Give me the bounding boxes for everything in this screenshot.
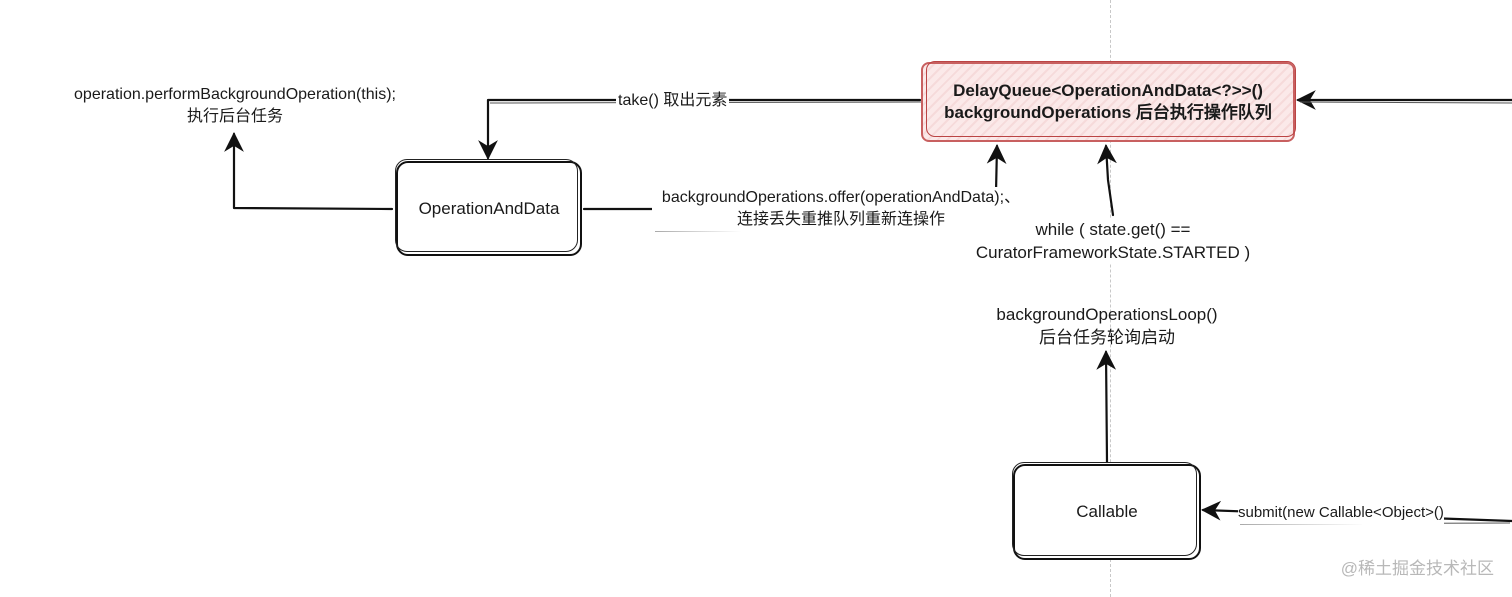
offer-line-1: backgroundOperations.offer(operationAndD… <box>661 189 1021 206</box>
arrow-while <box>1097 144 1117 217</box>
operation-and-data-node: OperationAndData <box>395 159 582 256</box>
callable-node: Callable <box>1012 462 1201 560</box>
queue-line-1: DelayQueue<OperationAndData<?>>() <box>953 81 1263 100</box>
callable-label: Callable <box>1076 502 1138 521</box>
arrow-perform <box>224 132 394 211</box>
operations-loop-label: backgroundOperationsLoop() 后台任务轮询启动 <box>966 303 1248 349</box>
vertical-guide-line <box>1110 0 1111 597</box>
loop-line-1: backgroundOperationsLoop() <box>996 305 1218 324</box>
delay-queue-node: DelayQueue<OperationAndData<?>>() backgr… <box>921 61 1296 142</box>
queue-line-2: backgroundOperations 后台执行操作队列 <box>944 103 1272 122</box>
arrow-take <box>478 98 922 160</box>
operation-and-data-label: OperationAndData <box>418 198 560 218</box>
while-line-1: while ( state.get() == <box>1035 220 1191 239</box>
arrow-offer-up <box>986 144 1007 194</box>
submit-label: submit(new Callable<Object>() <box>1238 502 1444 524</box>
perform-operation-label: operation.performBackgroundOperation(thi… <box>40 84 430 128</box>
perform-line-2: 执行后台任务 <box>186 108 283 125</box>
offer-line-2: 连接丢失重推队列重新连操作 <box>736 211 945 228</box>
watermark: @稀土掘金技术社区 <box>1340 559 1494 578</box>
while-line-2: CuratorFrameworkState.STARTED ) <box>975 243 1251 262</box>
while-loop-label: while ( state.get() == CuratorFrameworkS… <box>958 218 1268 264</box>
take-label: take() 取出元素 <box>616 90 730 112</box>
loop-line-2: 后台任务轮询启动 <box>1039 328 1175 347</box>
perform-line-1: operation.performBackgroundOperation(thi… <box>74 86 396 103</box>
offer-label: backgroundOperations.offer(operationAndD… <box>652 187 1030 231</box>
arrow-loop <box>1096 350 1117 464</box>
